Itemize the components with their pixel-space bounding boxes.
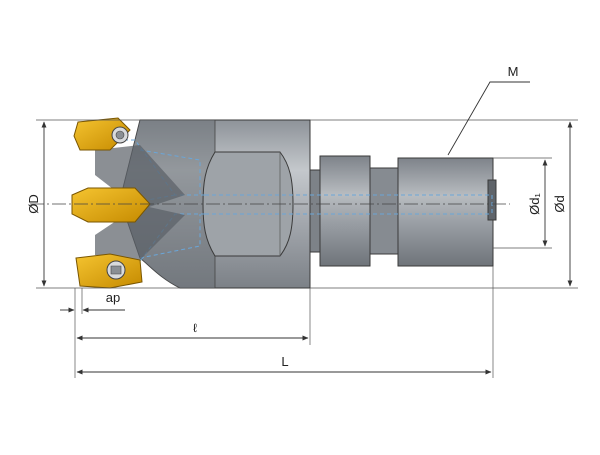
leader-thread: M [447,64,530,156]
label-depth-of-cut: ap [106,290,120,305]
dim-head-length: ℓ [76,321,309,341]
threaded-shank [397,157,497,267]
extension-lines [36,119,578,378]
insert-top [73,117,131,151]
neck [309,155,401,267]
dim-neck-diameter: Ød₁ [527,159,548,247]
insert-bottom [75,253,143,289]
label-shank-diameter: Ød [552,195,567,212]
dim-depth-of-cut: ap [60,290,125,313]
label-head-length: ℓ [193,321,197,335]
insert-middle [71,187,151,223]
label-body-diameter: ØD [26,194,41,214]
label-neck-diameter: Ød₁ [527,193,542,215]
dim-shank-diameter: Ød [552,121,573,287]
dim-overall-length: L [76,354,492,375]
flutes [95,145,185,260]
label-thread: M [508,64,519,79]
dim-body-diameter: ØD [26,121,47,287]
label-overall-length: L [281,354,288,369]
